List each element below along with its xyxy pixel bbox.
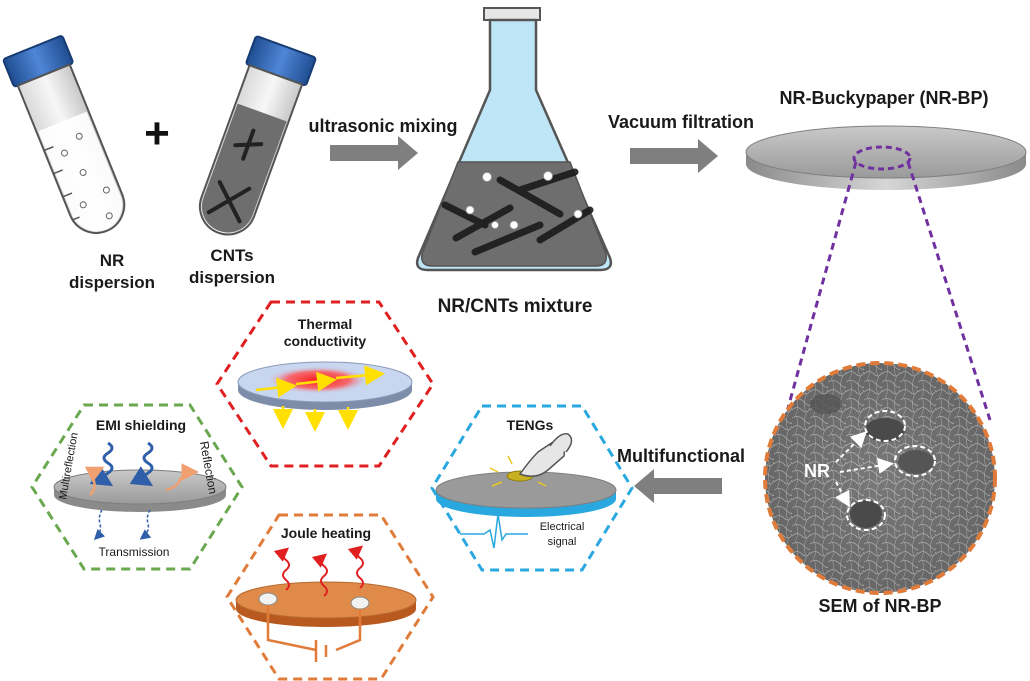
sem-nr-label: NR bbox=[804, 461, 830, 481]
tengs-signal-line1: Electrical bbox=[540, 521, 585, 533]
tengs-panel: TENGs Electrical signal bbox=[430, 404, 634, 572]
sem-image: NR bbox=[763, 361, 997, 595]
cnt-label-line2: dispersion bbox=[189, 268, 275, 287]
mixing-label: ultrasonic mixing bbox=[308, 116, 457, 136]
zoom-line-left bbox=[786, 161, 858, 409]
tengs-signal-line2: signal bbox=[548, 536, 577, 548]
cnt-dispersion-tube bbox=[198, 35, 317, 236]
nr-dispersion-tube bbox=[2, 35, 126, 234]
multifunctional-label: Multifunctional bbox=[617, 446, 745, 466]
nr-label-line1: NR bbox=[100, 251, 125, 270]
joule-heating-panel: Joule heating bbox=[225, 513, 435, 681]
tengs-signal-wave bbox=[460, 513, 528, 549]
filtration-label: Vacuum filtration bbox=[608, 112, 754, 132]
filtration-arrow bbox=[630, 139, 718, 173]
sem-label: SEM of NR-BP bbox=[819, 596, 942, 616]
nr-label-line2: dispersion bbox=[69, 273, 155, 292]
zoom-line-right bbox=[906, 161, 992, 421]
mixing-arrow bbox=[330, 136, 418, 170]
tengs-title: TENGs bbox=[507, 417, 554, 433]
multifunctional-arrow bbox=[634, 469, 722, 503]
plus-sign: + bbox=[144, 109, 170, 158]
thermal-label-line1: Thermal bbox=[298, 316, 352, 332]
cnt-label-line1: CNTs bbox=[210, 246, 253, 265]
buckypaper-disk bbox=[745, 125, 1027, 190]
mixture-label: NR/CNTs mixture bbox=[438, 296, 593, 317]
zoom-ellipse bbox=[852, 145, 912, 171]
emi-title: EMI shielding bbox=[96, 417, 186, 433]
erlenmeyer-flask bbox=[415, 7, 613, 272]
emi-transmission: Transmission bbox=[99, 545, 170, 559]
joule-title: Joule heating bbox=[281, 525, 371, 541]
emi-shielding-panel: EMI shielding Multireflection Reflection… bbox=[30, 403, 244, 571]
buckypaper-label: NR-Buckypaper (NR-BP) bbox=[779, 88, 988, 108]
thermal-conductivity-panel: Thermal conductivity bbox=[215, 300, 435, 468]
thermal-label-line2: conductivity bbox=[284, 333, 367, 349]
